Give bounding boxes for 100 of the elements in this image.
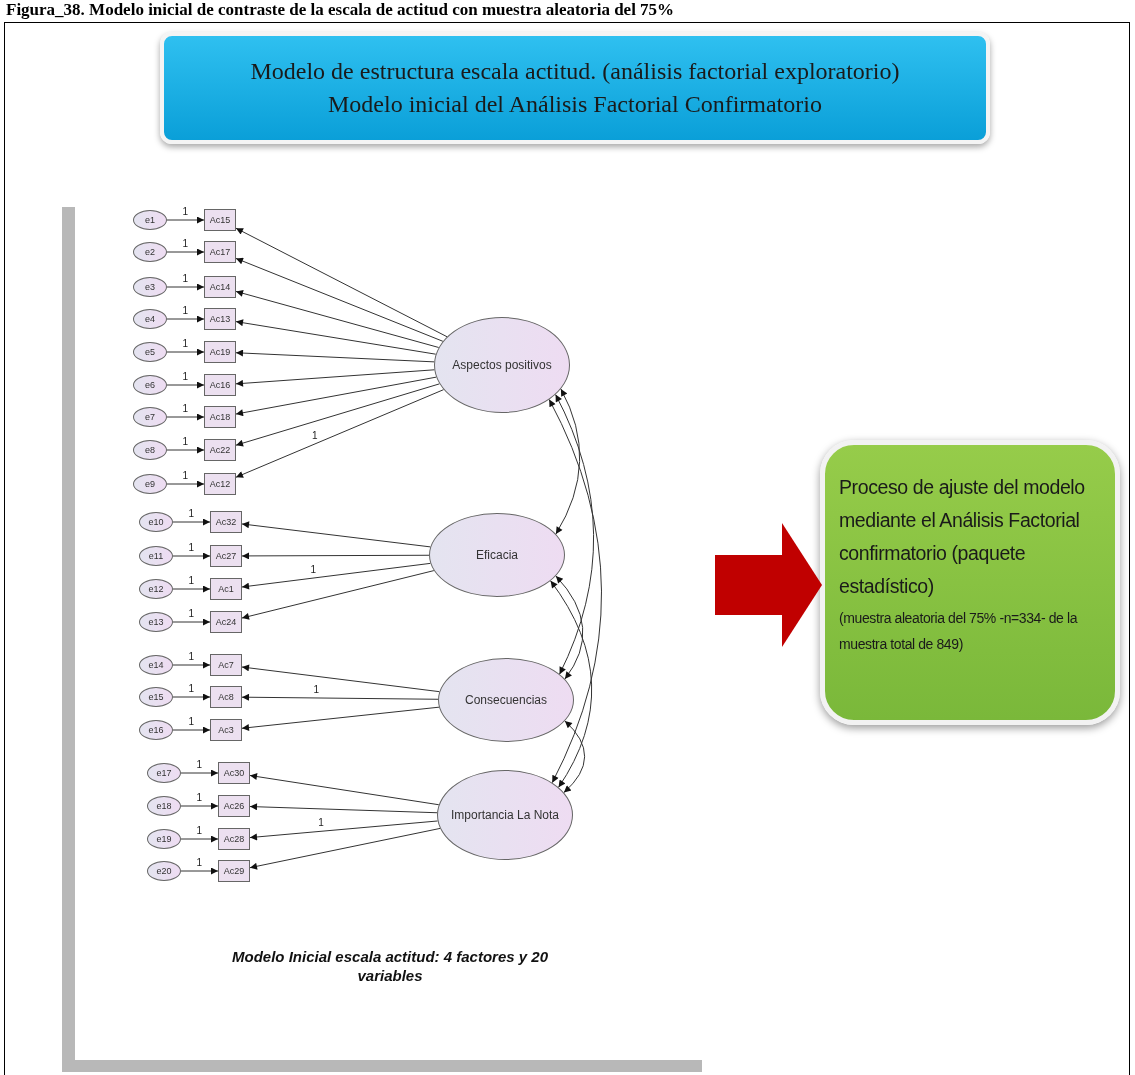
observed-variable-box: Ac19 — [204, 341, 236, 363]
observed-variable-box: Ac28 — [218, 828, 250, 850]
error-term-ellipse: e20 — [147, 861, 181, 881]
arrow — [166, 315, 205, 323]
edge-label: 1 — [195, 793, 204, 803]
error-term-ellipse: e2 — [133, 242, 167, 262]
observed-variable-box: Ac27 — [210, 545, 242, 567]
arrow — [241, 570, 435, 620]
edge-label: 1 — [181, 437, 190, 447]
edge-label: 1 — [187, 509, 196, 519]
arrow — [235, 376, 437, 417]
arrow — [172, 693, 211, 701]
arrow — [172, 585, 211, 593]
observed-variable-box: Ac8 — [210, 686, 242, 708]
covariance-arrow — [555, 388, 581, 535]
observed-variable-box: Ac1 — [210, 578, 242, 600]
block-arrow — [715, 523, 822, 647]
arrow — [166, 480, 205, 488]
error-term-ellipse: e3 — [133, 277, 167, 297]
error-term-ellipse: e8 — [133, 440, 167, 460]
edge-label: 1 — [195, 826, 204, 836]
edge-label: 1 — [181, 372, 190, 382]
observed-variable-box: Ac16 — [204, 374, 236, 396]
edge-label: 1 — [187, 717, 196, 727]
arrow — [166, 248, 205, 256]
edge-label: 1 — [187, 684, 196, 694]
error-term-ellipse: e12 — [139, 579, 173, 599]
arrow — [166, 381, 205, 389]
observed-variable-box: Ac32 — [210, 511, 242, 533]
observed-variable-box: Ac12 — [204, 473, 236, 495]
arrow — [166, 413, 205, 421]
error-term-ellipse: e5 — [133, 342, 167, 362]
observed-variable-box: Ac3 — [210, 719, 242, 741]
error-term-ellipse: e4 — [133, 309, 167, 329]
arrow — [249, 820, 439, 841]
latent-factor-ellipse: Eficacia — [429, 513, 565, 597]
error-term-ellipse: e19 — [147, 829, 181, 849]
observed-variable-box: Ac24 — [210, 611, 242, 633]
observed-variable-box: Ac15 — [204, 209, 236, 231]
arrow — [249, 827, 441, 870]
arrow — [235, 319, 437, 355]
arrow — [172, 552, 211, 560]
edge-label: 1 — [310, 430, 319, 441]
arrow — [172, 518, 211, 526]
arrow — [241, 706, 440, 731]
arrow — [166, 348, 205, 356]
arrow — [235, 349, 435, 363]
edge-label: 1 — [181, 306, 190, 316]
arrow — [172, 726, 211, 734]
edge-label: 1 — [181, 339, 190, 349]
banner-heading: Modelo de estructura escala actitud. (análisis factorial exploratorio) — [250, 58, 900, 85]
error-term-ellipse: e6 — [133, 375, 167, 395]
edge-label: 1 — [187, 543, 196, 553]
covariance-arrow — [550, 580, 593, 788]
arrow — [172, 618, 211, 626]
banner-heading: Modelo inicial del Análisis Factorial Confirmatorio — [328, 91, 822, 118]
note-text: (muestra aleatoria del 75% -n=334- de la muestra total de 849) — [839, 609, 1079, 654]
error-term-ellipse: e13 — [139, 612, 173, 632]
arrow — [180, 802, 219, 810]
latent-factor-ellipse: Consecuencias — [438, 658, 574, 742]
arrow — [180, 835, 219, 843]
error-term-ellipse: e9 — [133, 474, 167, 494]
error-term-ellipse: e17 — [147, 763, 181, 783]
arrow — [241, 552, 430, 560]
covariance-arrow — [555, 575, 584, 680]
edge-label: 1 — [181, 207, 190, 217]
arrow — [166, 283, 205, 291]
observed-variable-box: Ac26 — [218, 795, 250, 817]
error-term-ellipse: e18 — [147, 796, 181, 816]
edge-label: 1 — [187, 576, 196, 586]
arrow — [241, 693, 439, 701]
arrow — [180, 769, 219, 777]
observed-variable-box: Ac29 — [218, 860, 250, 882]
edge-label: 1 — [181, 239, 190, 249]
covariance-arrow — [555, 394, 595, 675]
process-note-box — [820, 440, 1120, 725]
edge-label: 1 — [187, 609, 196, 619]
error-term-ellipse: e7 — [133, 407, 167, 427]
diagram-caption: Modelo Inicial escala actitud: 4 factores y 20 variables — [231, 947, 549, 985]
arrow — [172, 661, 211, 669]
edge-label: 1 — [309, 565, 318, 575]
arrow — [166, 216, 205, 224]
arrow — [249, 773, 440, 806]
edge-label: 1 — [195, 858, 204, 868]
latent-factor-ellipse: Importancia La Nota — [437, 770, 573, 860]
arrow — [235, 383, 440, 447]
error-term-ellipse: e10 — [139, 512, 173, 532]
edge-label: 1 — [312, 684, 321, 695]
note-text: Proceso de ajuste del modelo mediante el Análisis Factorial confirmatorio (paquete estadístico) — [839, 475, 1086, 599]
arrow — [166, 446, 205, 454]
arrow — [249, 803, 438, 814]
arrow — [241, 562, 431, 590]
edge-label: 1 — [181, 404, 190, 414]
observed-variable-box: Ac18 — [204, 406, 236, 428]
covariance-arrow — [563, 720, 586, 793]
arrow — [235, 369, 435, 387]
observed-variable-box: Ac13 — [204, 308, 236, 330]
title-banner — [160, 32, 990, 144]
latent-factor-ellipse: Aspectos positivos — [434, 317, 570, 413]
arrow — [241, 521, 431, 548]
